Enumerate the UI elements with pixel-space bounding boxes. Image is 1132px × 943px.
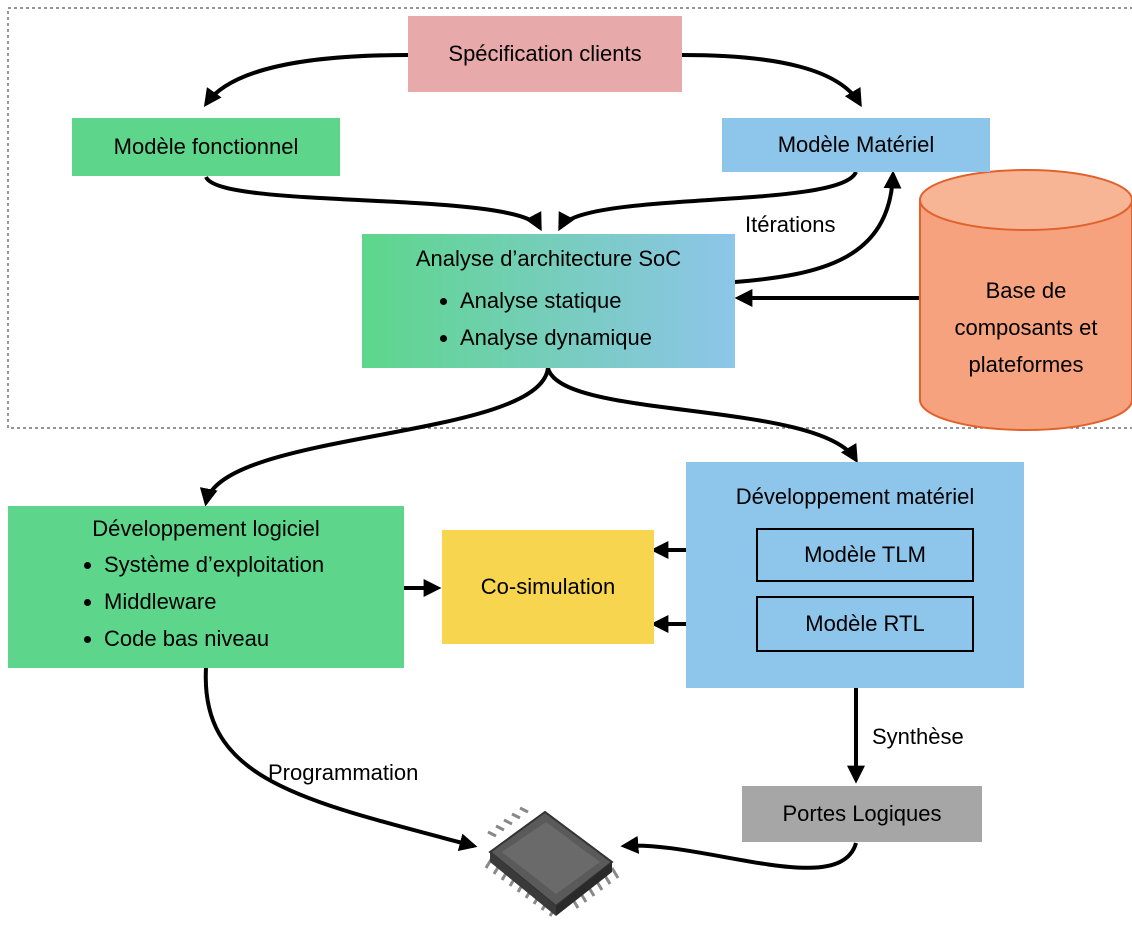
iterations-label: Itérations xyxy=(745,212,836,237)
database-cylinder-shape xyxy=(919,169,1132,431)
cosim-label: Co-simulation xyxy=(480,574,616,599)
tlm-model-label: Modèle TLM xyxy=(804,542,926,567)
functional-model-label: Modèle fonctionnel xyxy=(113,134,299,159)
hardware-model-box: Modèle Matériel xyxy=(722,118,990,172)
arrow-iterations xyxy=(734,170,902,284)
programming-label: Programmation xyxy=(268,760,419,785)
cosim-box: Co-simulation xyxy=(442,530,654,644)
arrow-soc-to-software xyxy=(199,367,550,507)
soc-analysis-item: Analyse dynamique xyxy=(460,319,652,356)
database-label-line: Base de xyxy=(985,278,1067,303)
software-dev-box: Développement logiciel Système d’exploit… xyxy=(8,506,404,668)
functional-model-box: Modèle fonctionnel xyxy=(72,118,340,176)
arrow-functional-to-soc xyxy=(204,175,542,232)
soc-analysis-box: Analyse d’architecture SoC Analyse stati… xyxy=(362,234,735,368)
rtl-model-box: Modèle RTL xyxy=(756,596,974,652)
arrow-gates-to-chip xyxy=(620,835,858,870)
tlm-model-box: Modèle TLM xyxy=(756,528,974,582)
software-dev-item: Code bas niveau xyxy=(104,620,324,657)
hardware-dev-title: Développement matériel xyxy=(735,484,975,509)
database-label-line: composants et xyxy=(954,315,1098,340)
arrow-programming xyxy=(203,667,478,852)
arrow-soc-to-hardware-dev xyxy=(546,367,858,464)
rtl-model-label: Modèle RTL xyxy=(805,611,925,636)
spec-box: Spécification clients xyxy=(408,16,682,92)
software-dev-item: Système d’exploitation xyxy=(104,546,324,583)
soc-analysis-list: Analyse statique Analyse dynamique xyxy=(460,282,652,356)
database-label: Base de composants et plateformes xyxy=(920,272,1132,383)
arrow-hardware-model-to-soc xyxy=(558,170,858,232)
arrow-spec-to-hardware-model xyxy=(681,53,862,108)
hardware-model-label: Modèle Matériel xyxy=(777,132,935,157)
synthesis-label: Synthèse xyxy=(872,724,964,749)
hardware-dev-box: Développement matériel Modèle TLM Modèle… xyxy=(686,462,1024,688)
soc-analysis-title: Analyse d’architecture SoC xyxy=(415,246,682,271)
microchip-icon xyxy=(484,806,620,917)
logic-gates-box: Portes Logiques xyxy=(742,786,982,842)
soc-analysis-item: Analyse statique xyxy=(460,282,652,319)
software-dev-item: Middleware xyxy=(104,583,324,620)
database-label-line: plateformes xyxy=(968,352,1084,377)
logic-gates-label: Portes Logiques xyxy=(782,801,942,826)
software-dev-title: Développement logiciel xyxy=(92,516,320,541)
spec-label: Spécification clients xyxy=(448,41,642,66)
arrow-spec-to-functional xyxy=(203,53,409,107)
software-dev-list: Système d’exploitation Middleware Code b… xyxy=(104,546,324,657)
